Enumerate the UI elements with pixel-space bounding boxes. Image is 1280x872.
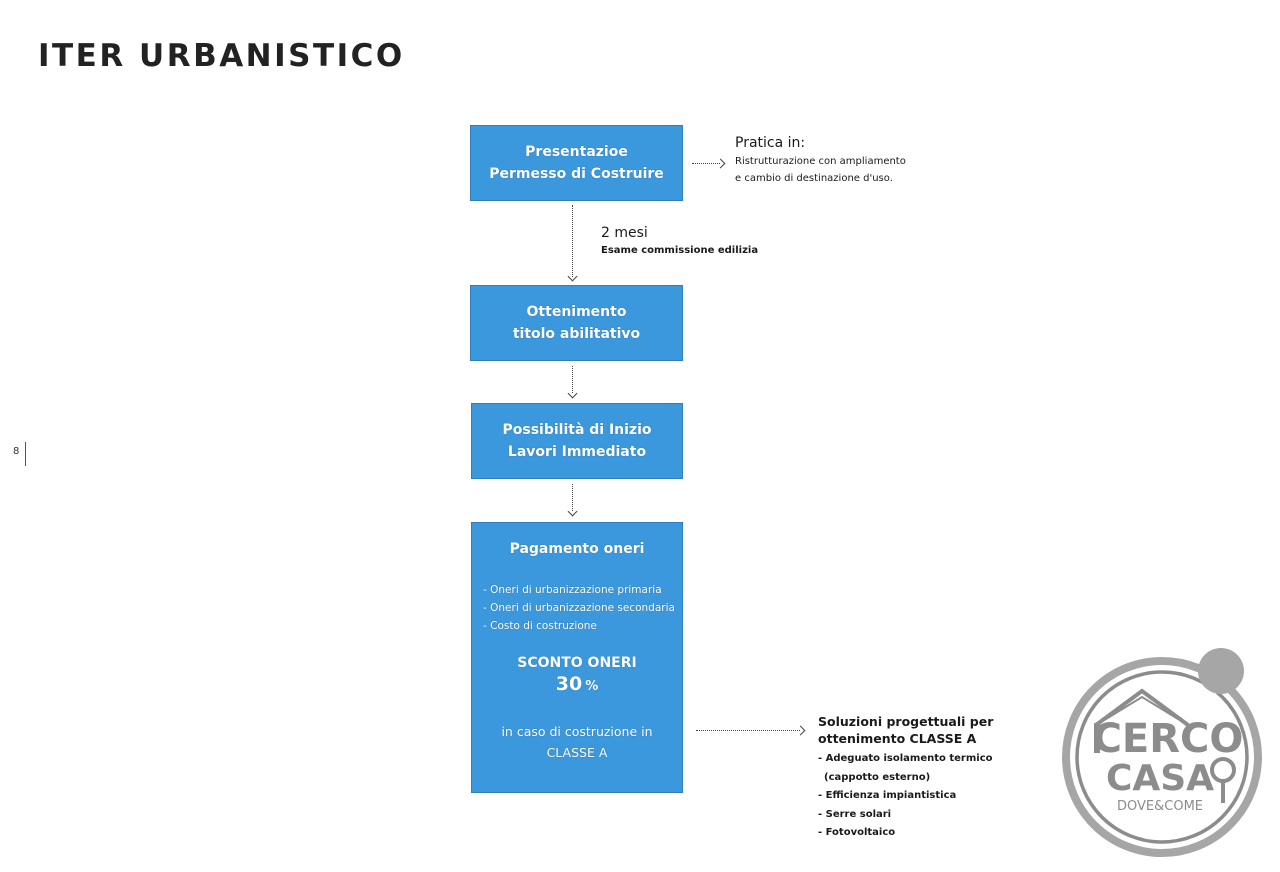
step-4-title: Pagamento oneri xyxy=(509,541,645,557)
logo-text-tagline: DOVE&COME xyxy=(1117,799,1203,814)
arrow-right-icon xyxy=(715,158,726,169)
cerco-casa-logo: CERCO CASA DOVE&COME xyxy=(1062,648,1262,857)
classe-a-solutions-list: - Adeguato isolamento termico (cappotto … xyxy=(818,750,993,843)
house-roof-icon xyxy=(1094,688,1190,727)
note-timing-detail: Esame commissione edilizia xyxy=(601,245,759,256)
discount-label: SCONTO ONERI xyxy=(517,655,637,671)
step-presentazione-box: Presentazioe Permesso di Costruire xyxy=(470,125,683,201)
step-pagamento-oneri-box: Pagamento oneri - Oneri di urbanizzazion… xyxy=(471,522,683,793)
discount-unit: % xyxy=(585,679,599,694)
arrow-down-icon xyxy=(567,271,578,282)
classe-a-solution-item: - Fotovoltaico xyxy=(818,827,896,838)
discount-value: 30% xyxy=(472,673,682,695)
logo-text-cerco: CERCO xyxy=(1093,716,1244,762)
condition-line-1: in caso di costruzione in xyxy=(501,724,653,739)
note-classe-a-heading-2: ottenimento CLASSE A xyxy=(818,731,977,746)
logo-dot-icon xyxy=(1198,648,1244,694)
note-pratica-line-1: Ristrutturazione con ampliamento xyxy=(735,156,906,167)
house-wall-icon xyxy=(1094,723,1100,753)
logo-inner-ring xyxy=(1075,670,1249,844)
connector-2-3 xyxy=(572,366,573,393)
oneri-list-item: - Oneri di urbanizzazione secondaria xyxy=(483,602,675,614)
classe-a-solution-item: - Serre solari xyxy=(818,808,892,820)
connector-3-4 xyxy=(572,484,573,511)
classe-a-solution-item: - Adeguato isolamento termico xyxy=(818,753,993,764)
step-2-line-1: Ottenimento xyxy=(526,304,627,320)
key-icon xyxy=(1210,757,1236,783)
classe-a-solution-item: - Efficienza impiantistica xyxy=(818,790,957,801)
note-classe-a-heading-1: Soluzioni progettuali per xyxy=(818,714,994,729)
condition-line-2: CLASSE A xyxy=(546,745,608,760)
step-1-line-2: Permesso di Costruire xyxy=(489,166,664,182)
step-3-line-2: Lavori Immediato xyxy=(507,444,647,460)
logo-outer-ring xyxy=(1062,657,1262,857)
oneri-list-item: - Oneri di urbanizzazione primaria xyxy=(483,584,662,596)
note-timing-heading: 2 mesi xyxy=(601,225,648,241)
classe-a-solution-item: (cappotto esterno) xyxy=(824,771,931,783)
step-1-line-1: Presentazioe xyxy=(525,144,628,160)
step-2-line-2: titolo abilitativo xyxy=(512,326,641,342)
step-inizio-lavori-box: Possibilità di Inizio Lavori Immediato xyxy=(471,403,683,479)
note-classe-a: Soluzioni progettuali per ottenimento CL… xyxy=(818,713,993,843)
note-pratica: Pratica in: Ristrutturazione con ampliam… xyxy=(735,135,906,187)
connector-classe-a xyxy=(696,730,800,731)
connector-1-2 xyxy=(572,205,573,277)
key-shaft-icon xyxy=(1221,779,1225,803)
page-margin-rule xyxy=(25,442,26,466)
discount-number: 30 xyxy=(555,673,583,695)
house-roof-inner-icon xyxy=(1105,695,1179,720)
logo-text-casa: CASA xyxy=(1106,758,1214,799)
note-pratica-line-2: e cambio di destinazione d'uso. xyxy=(735,173,893,184)
page-title: ITER URBANISTICO xyxy=(38,38,405,74)
step-ottenimento-box: Ottenimento titolo abilitativo xyxy=(470,285,683,361)
discount-condition: in caso di costruzione in CLASSE A xyxy=(472,721,682,763)
step-3-line-1: Possibilità di Inizio xyxy=(502,422,652,438)
note-pratica-heading: Pratica in: xyxy=(735,135,806,151)
arrow-right-icon xyxy=(795,725,806,736)
oneri-list: - Oneri di urbanizzazione primaria - One… xyxy=(483,581,676,635)
note-timing: 2 mesi Esame commissione edilizia xyxy=(601,225,758,259)
arrow-down-icon xyxy=(567,388,578,399)
oneri-list-item: - Costo di costruzione xyxy=(483,620,597,632)
connector-pratica xyxy=(692,163,720,164)
arrow-down-icon xyxy=(567,506,578,517)
page-number: 8 xyxy=(13,446,20,457)
